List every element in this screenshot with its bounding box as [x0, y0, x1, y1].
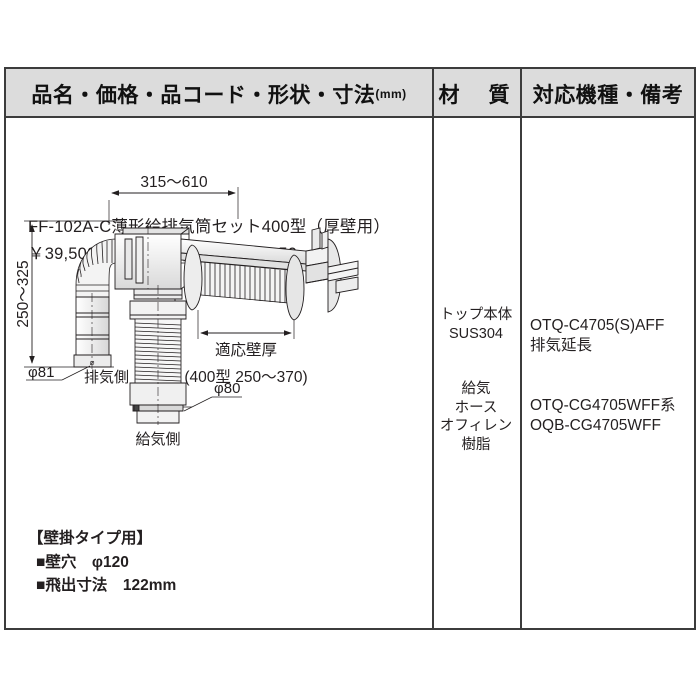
model-group-1-line1: OTQ-C4705(S)AFF [530, 317, 665, 334]
model-group-2-line1: OTQ-CG4705WFF系 [530, 397, 676, 414]
material-supply-hose-line2: ホース [454, 399, 498, 416]
column-header-product-unit: (mm) [375, 86, 407, 101]
model-group-1-line2: 排気延長 [530, 337, 593, 355]
column-divider-1 [432, 69, 434, 628]
product-table: 品名・価格・品コード・形状・寸法(mm) 材 質 対応機種・備考 FF-102A… [4, 67, 696, 630]
notes-item-protrusion: ■飛出寸法 122mm [36, 577, 177, 595]
material-top-unit-line2: SUS304 [448, 325, 503, 342]
column-header-product: 品名・価格・品コード・形状・寸法(mm) [6, 69, 432, 118]
label-supply-dia-text: φ80 [214, 380, 240, 397]
material-supply-hose-line1: 給気 [461, 381, 491, 397]
label-supply-side-text: 給気側 [135, 431, 180, 448]
column-header-product-label: 品名・価格・品コード・形状・寸法 [31, 83, 376, 107]
cell-models: OTQ-C4705(S)AFF 排気延長 OTQ-CG4705WFF系 OQB-… [520, 118, 696, 630]
technical-drawing: 315〜610 250〜325 最大1090 [6, 167, 432, 679]
model-group-2: OTQ-CG4705WFF系 OQB-CG4705WFF [530, 396, 698, 436]
material-top-unit-line1: トップ本体 [439, 307, 513, 323]
cell-material: トップ本体 SUS304 給気 ホース オフィレン 樹脂 [432, 118, 520, 630]
label-wall-thickness-text: 適応壁厚 [215, 341, 277, 359]
wall-mount-notes: 【壁掛タイプ用】 ■壁穴 φ120 ■飛出寸法 122mm [28, 527, 176, 598]
material-supply-hose-line4: 樹脂 [461, 436, 491, 453]
label-exhaust-dia-text: φ81 [28, 364, 54, 381]
dim-horizontal-text: 315〜610 [140, 174, 208, 191]
table-header-row: 品名・価格・品コード・形状・寸法(mm) 材 質 対応機種・備考 [6, 69, 694, 118]
dim-vertical-left-text: 250〜325 [15, 260, 32, 327]
notes-title: 【壁掛タイプ用】 [28, 530, 153, 547]
notes-item-wall-hole: ■壁穴 φ120 [36, 553, 129, 571]
model-group-2-line2: OQB-CG4705WFF [530, 417, 661, 435]
column-divider-2 [520, 69, 522, 628]
material-supply-hose: 給気 ホース オフィレン 樹脂 [432, 380, 520, 454]
label-exhaust-side-text: 排気側 [84, 369, 129, 386]
material-supply-hose-line3: オフィレン [439, 418, 513, 435]
cell-product: FF-102A-C薄形給排気筒セット400型（厚壁用） ￥39,500（税込￥4… [6, 118, 432, 630]
svg-text:⌀: ⌀ [90, 358, 95, 367]
product-name: FF-102A-C薄形給排気筒セット400型（厚壁用） [28, 218, 391, 236]
label-wall-range-text: (400型 250〜370) [184, 368, 307, 386]
column-header-models: 対応機種・備考 [532, 83, 684, 107]
model-group-1: OTQ-C4705(S)AFF 排気延長 [530, 316, 698, 356]
material-top-unit: トップ本体 SUS304 [432, 306, 520, 343]
column-header-material: 材 質 [438, 83, 514, 107]
